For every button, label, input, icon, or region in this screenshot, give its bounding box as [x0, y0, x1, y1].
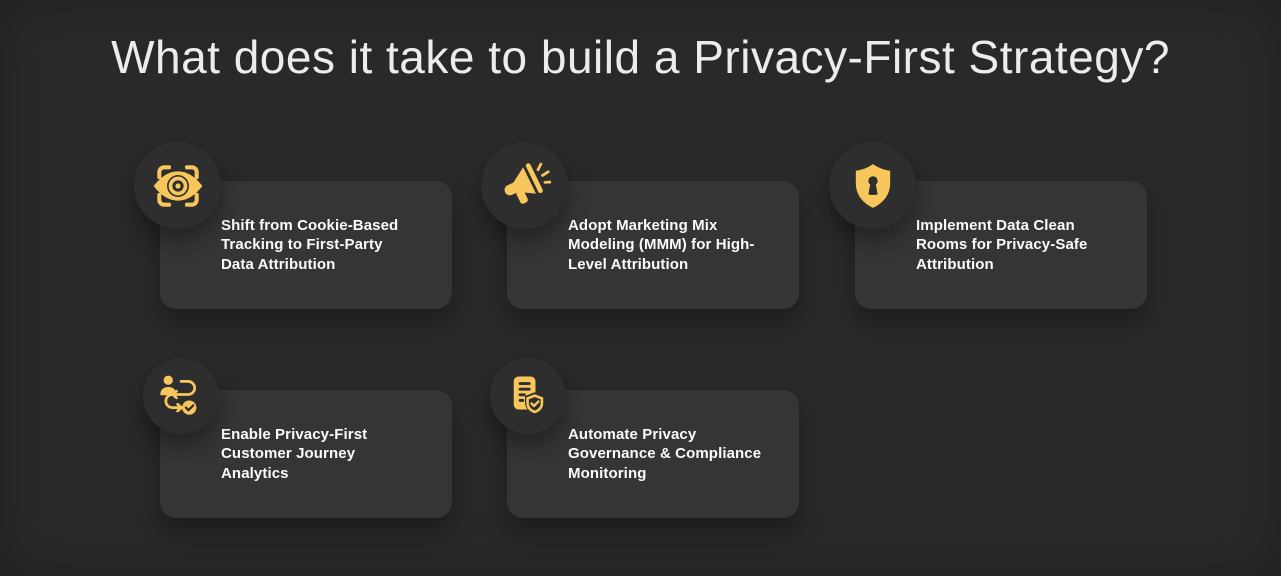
card-clean-rooms: Implement Data Clean Rooms for Privacy-S…	[829, 142, 1147, 309]
icon-badge	[481, 142, 568, 229]
shield-keyhole-icon	[855, 163, 890, 208]
card-label: Automate Privacy Governance & Compliance…	[568, 425, 762, 482]
card-cookie-shift: Shift from Cookie-Based Tracking to Firs…	[134, 142, 452, 309]
card-label: Shift from Cookie-Based Tracking to Firs…	[221, 216, 399, 273]
card-privacy-governance: Automate Privacy Governance & Compliance…	[490, 358, 799, 518]
icon-badge	[134, 142, 221, 229]
megaphone-icon	[504, 162, 551, 204]
page-title: What does it take to build a Privacy-Fir…	[111, 31, 1170, 83]
compliance-doc-icon	[513, 376, 545, 414]
customer-journey-icon	[160, 375, 197, 415]
eye-scan-icon	[153, 164, 202, 207]
card-label: Adopt Marketing Mix Modeling (MMM) for H…	[568, 216, 755, 273]
icon-badge	[143, 358, 219, 434]
icon-badge	[490, 358, 566, 434]
card-mmm: Adopt Marketing Mix Modeling (MMM) for H…	[481, 142, 799, 309]
icon-badge	[829, 142, 916, 229]
card-label: Implement Data Clean Rooms for Privacy-S…	[916, 216, 1088, 273]
card-label: Enable Privacy-First Customer Journey An…	[221, 425, 368, 482]
card-customer-journey: Enable Privacy-First Customer Journey An…	[143, 358, 452, 518]
